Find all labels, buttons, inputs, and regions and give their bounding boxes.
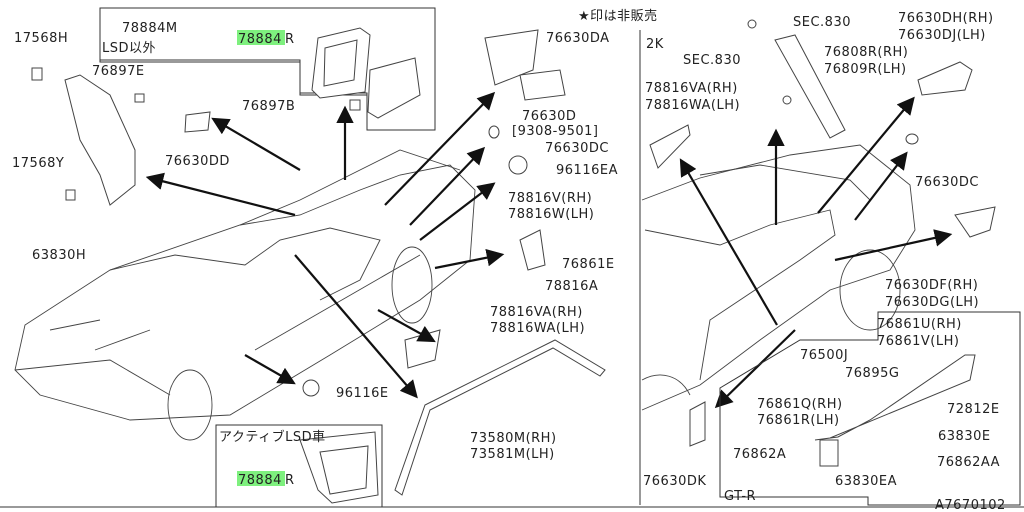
- variant-gtr: GT-R: [724, 489, 756, 504]
- part-63830H: 63830H: [32, 248, 86, 263]
- inset-box-outline: [99, 7, 436, 131]
- right-arrows: [679, 96, 953, 409]
- part-76861Q: 76861Q(RH): [757, 397, 843, 412]
- part-78884-highlighted: 78884: [238, 32, 282, 47]
- left-small-parts: [31, 29, 606, 496]
- part-17568H: 17568H: [14, 31, 68, 46]
- part-73580M: 73580M(RH): [470, 431, 557, 446]
- left-arrows: [145, 91, 505, 399]
- part-78816VA-right: 78816VA(RH): [645, 81, 738, 96]
- right-small-parts: [649, 19, 996, 467]
- part-76861U: 76861U(RH): [877, 317, 962, 332]
- part-96116EA: 96116EA: [556, 163, 618, 178]
- part-63830E: 63830E: [938, 429, 991, 444]
- part-76809R: 76809R(LH): [824, 62, 907, 77]
- part-76630D-range: [9308-9501]: [512, 124, 599, 139]
- active-lsd-note: アクティブLSD車: [219, 429, 326, 445]
- part-78816W: 78816W(LH): [508, 207, 594, 222]
- part-76897B: 76897B: [242, 99, 295, 114]
- part-76862A: 76862A: [733, 447, 786, 462]
- car-illustration-right: [641, 144, 916, 411]
- inset-box-active-lsd: [215, 424, 383, 508]
- part-63830EA: 63830EA: [835, 474, 897, 489]
- part-76630DD: 76630DD: [165, 154, 230, 169]
- highlight-78884-top: [237, 30, 285, 45]
- part-76630D: 76630D: [522, 109, 576, 124]
- inset-box-gtr: [719, 311, 1021, 506]
- part-76861E: 76861E: [562, 257, 615, 272]
- part-76897E: 76897E: [92, 64, 145, 79]
- lsd-cover-part: [311, 27, 421, 119]
- part-76862AA: 76862AA: [937, 455, 1000, 470]
- lsd-other-note: LSD以外: [102, 41, 156, 56]
- note-star: ★印は非販売: [578, 8, 658, 24]
- part-76808R: 76808R(RH): [824, 45, 908, 60]
- part-78816VA-left: 78816VA(RH): [490, 305, 583, 320]
- part-76630DA: 76630DA: [546, 31, 610, 46]
- part-78816A: 78816A: [545, 279, 598, 294]
- part-72812E: 72812E: [947, 402, 1000, 417]
- labels: ★印は非販売 2K 78884M 78884 R LSD以外 17568H 76…: [12, 8, 1006, 512]
- car-illustration-left: [14, 149, 476, 441]
- part-76630DJ: 76630DJ(LH): [898, 28, 986, 43]
- part-78816WA-left: 78816WA(LH): [490, 321, 585, 336]
- part-78884-suffix-bottom: R: [285, 473, 295, 488]
- part-76630DK: 76630DK: [643, 474, 706, 489]
- part-76630DG: 76630DG(LH): [885, 295, 979, 310]
- part-76630DC-right: 76630DC: [915, 175, 979, 190]
- part-78816WA-right: 78816WA(LH): [645, 98, 740, 113]
- sec-830-mid: SEC.830: [683, 53, 741, 68]
- part-78884-suffix: R: [285, 32, 295, 47]
- part-76630DC-left: 76630DC: [545, 141, 609, 156]
- part-17568Y: 17568Y: [12, 156, 64, 171]
- part-73581M: 73581M(LH): [470, 447, 555, 462]
- active-lsd-cover-part: [299, 431, 379, 504]
- part-76895G: 76895G: [845, 366, 899, 381]
- diagram-id: A7670102: [935, 498, 1006, 512]
- sec-830-top: SEC.830: [793, 15, 851, 30]
- part-78816V: 78816V(RH): [508, 191, 592, 206]
- part-78884M: 78884M: [122, 21, 178, 36]
- variant-2k: 2K: [646, 37, 664, 52]
- part-96116E: 96116E: [336, 386, 389, 401]
- part-76500J: 76500J: [800, 348, 848, 363]
- part-76630DF: 76630DF(RH): [885, 278, 978, 293]
- part-76861V: 76861V(LH): [877, 334, 959, 349]
- part-78884-highlighted-bottom: 78884: [238, 473, 282, 488]
- part-76861R: 76861R(LH): [757, 413, 840, 428]
- highlight-78884-bottom: [237, 471, 285, 486]
- part-76630DH: 76630DH(RH): [898, 11, 994, 26]
